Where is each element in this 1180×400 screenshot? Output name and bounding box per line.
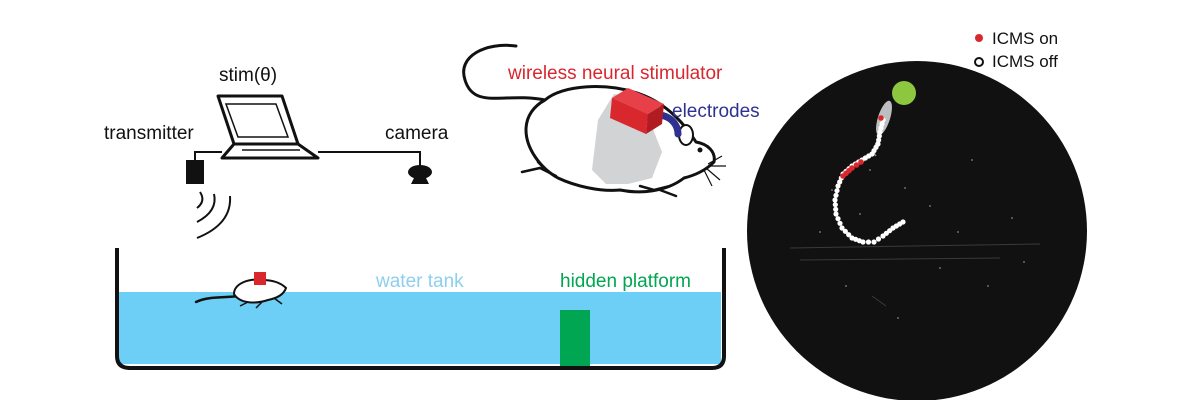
trajectory-dot-off: [846, 232, 852, 238]
trajectory-dot-on: [858, 159, 864, 165]
trajectory-dot-off: [842, 228, 848, 234]
trajectory-dot-off: [835, 216, 841, 222]
water: [119, 292, 721, 364]
trajectory-dot-off: [879, 121, 885, 127]
trajectory-dot-off: [880, 233, 886, 239]
stim-label: stim(θ): [219, 65, 278, 86]
hidden-platform-label: hidden platform: [560, 271, 691, 292]
trajectory-dot-off: [875, 236, 882, 242]
trajectory-dot-on: [849, 165, 855, 171]
target-platform-marker: [892, 81, 916, 105]
rat-tail: [462, 43, 547, 102]
trajectory-dot-off: [865, 239, 872, 245]
swimming-rat: [194, 272, 288, 309]
cable-lines: [194, 151, 421, 168]
icms-on-dot-icon: [975, 34, 983, 42]
rat-whiskers: [703, 155, 726, 187]
rat-front-legs: [638, 184, 678, 198]
pool-view: [747, 61, 1087, 400]
trajectory-dot-off: [878, 125, 884, 131]
trajectory-dot-off: [877, 129, 883, 135]
swim-trajectory: [832, 115, 906, 245]
trajectory-dot-off: [876, 137, 882, 143]
trajectory-dot-off: [833, 206, 839, 212]
legend-icms-on: ICMS on: [992, 29, 1059, 48]
transmitter-label: transmitter: [104, 123, 194, 144]
laptop-icon: [216, 94, 320, 160]
trajectory-dot-off: [835, 183, 841, 189]
water-tank-outline: [115, 248, 726, 370]
trajectory-dot-off: [832, 202, 838, 208]
hidden-platform-block: [560, 310, 590, 366]
trajectory-dot-off: [875, 141, 881, 147]
pool-specks: [819, 159, 1025, 319]
trajectory-dot-off: [833, 211, 839, 217]
rat-eye: [697, 147, 703, 153]
trajectory-dot-off: [837, 220, 843, 226]
electrodes-label: electrodes: [672, 101, 760, 122]
pool-circle: [747, 61, 1087, 400]
stimulator-label: wireless neural stimulator: [508, 63, 723, 84]
icms-off-dot-icon: [974, 57, 984, 67]
wireless-signal-icon: [196, 191, 232, 239]
rat-illustration: [462, 43, 726, 198]
wireless-stimulator-icon: [610, 88, 664, 134]
trajectory-dot-off: [834, 188, 840, 194]
trajectory-dot-off: [839, 225, 845, 231]
camera-icon: [408, 165, 432, 184]
trajectory-dot-off: [849, 235, 855, 241]
trajectory-dot-on: [878, 115, 884, 121]
rat-hind-legs: [520, 160, 558, 178]
trajectory-dot-on: [853, 162, 860, 168]
water-tank-label: water tank: [376, 271, 464, 292]
pool-scratch-marks: [789, 243, 1041, 307]
trajectory-dot-off: [837, 179, 843, 185]
camera-label: camera: [385, 123, 449, 144]
transmitter-box-icon: [186, 160, 204, 184]
legend-icms-off: ICMS off: [992, 52, 1058, 71]
trajectory-dot-off: [833, 192, 839, 198]
swimming-rat-stimulator-icon: [254, 272, 266, 285]
trajectory-dot-off: [876, 133, 882, 139]
trajectory-dot-off: [832, 197, 838, 203]
trajectory-dot-off: [871, 239, 877, 245]
